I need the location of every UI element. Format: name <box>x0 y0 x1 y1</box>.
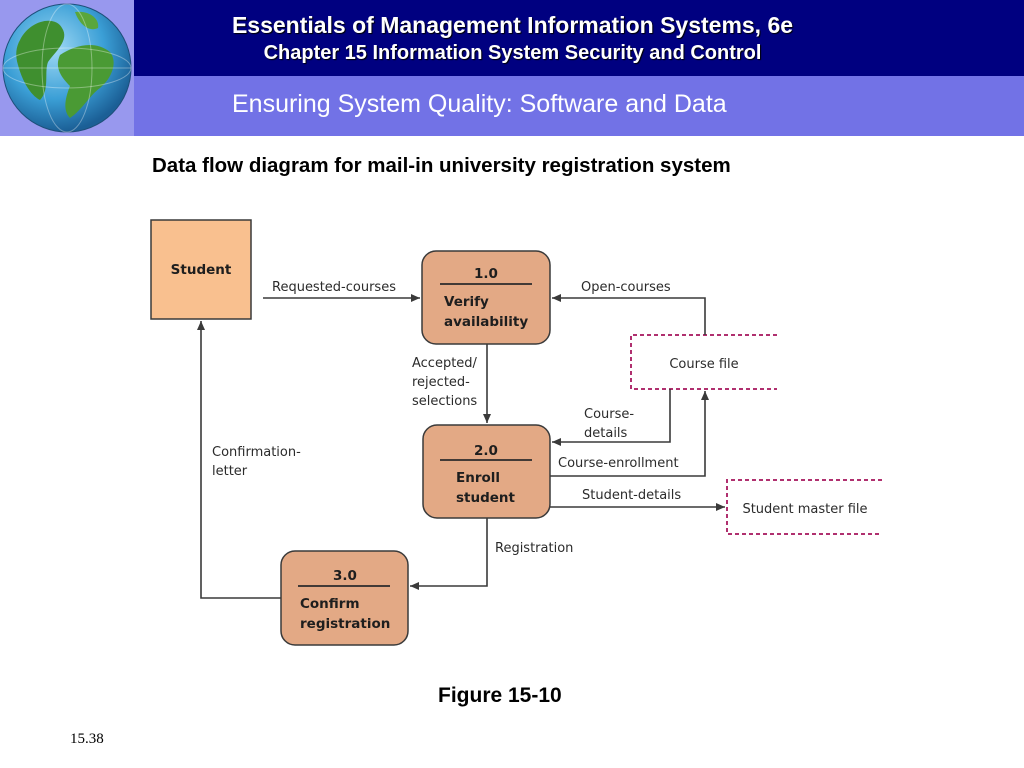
flow-requested-courses: Requested-courses <box>263 280 420 302</box>
chapter-title: Chapter 15 Information System Security a… <box>263 42 762 64</box>
student-master-file-label: Student master file <box>742 502 867 517</box>
process-number: 2.0 <box>474 443 498 459</box>
flow-label: selections <box>412 394 477 409</box>
process-label: Verify <box>444 294 489 310</box>
slide-number: 15.38 <box>70 731 104 747</box>
flow-confirmation-letter: Confirmation- letter <box>197 321 301 599</box>
slide-title: Ensuring System Quality: Software and Da… <box>232 90 727 118</box>
flow-label: Student-details <box>582 488 681 503</box>
book-title: Essentials of Management Information Sys… <box>231 12 794 38</box>
flow-label: Registration <box>495 541 573 556</box>
course-file-label: Course file <box>669 357 738 372</box>
student-master-file-store: Student master file <box>726 479 882 535</box>
process-enroll-student: 2.0 Enroll student <box>422 424 551 519</box>
process-label: student <box>456 490 516 506</box>
flow-accepted-rejected-selections: Accepted/ rejected- selections <box>412 344 491 423</box>
flow-student-details: Student-details <box>550 488 725 511</box>
process-label: availability <box>444 314 528 330</box>
figure-label: Figure 15-10 <box>438 684 562 707</box>
process-number: 3.0 <box>333 568 357 584</box>
process-label: registration <box>300 616 390 632</box>
flow-label: Open-courses <box>581 280 671 295</box>
flow-label: Requested-courses <box>272 280 396 295</box>
flow-course-details: Course- details <box>552 389 671 446</box>
process-confirm-registration: 3.0 Confirm registration <box>280 550 409 646</box>
flow-open-courses: Open-courses <box>552 280 706 335</box>
flow-label: Course-enrollment <box>558 456 679 471</box>
flow-label: Accepted/ <box>412 356 478 371</box>
flow-label: Confirmation- <box>212 445 301 460</box>
title-bar <box>0 76 1024 136</box>
diagram-caption: Data flow diagram for mail-in university… <box>152 154 731 177</box>
flow-label: letter <box>212 464 248 479</box>
flow-label: Course- <box>584 407 634 422</box>
globe-logo <box>0 0 134 136</box>
course-file-store: Course file <box>630 334 777 390</box>
process-label: Enroll <box>456 470 500 486</box>
flow-label: details <box>584 426 628 441</box>
student-entity: Student <box>150 219 252 320</box>
process-verify-availability: 1.0 Verify availability <box>421 250 551 345</box>
header-bar <box>0 0 1024 76</box>
flow-label: rejected- <box>412 375 470 390</box>
process-number: 1.0 <box>474 266 498 282</box>
student-entity-label: Student <box>171 262 232 278</box>
process-label: Confirm <box>300 596 360 612</box>
flow-registration: Registration <box>410 518 573 590</box>
flow-course-enrollment: Course-enrollment <box>550 391 709 477</box>
